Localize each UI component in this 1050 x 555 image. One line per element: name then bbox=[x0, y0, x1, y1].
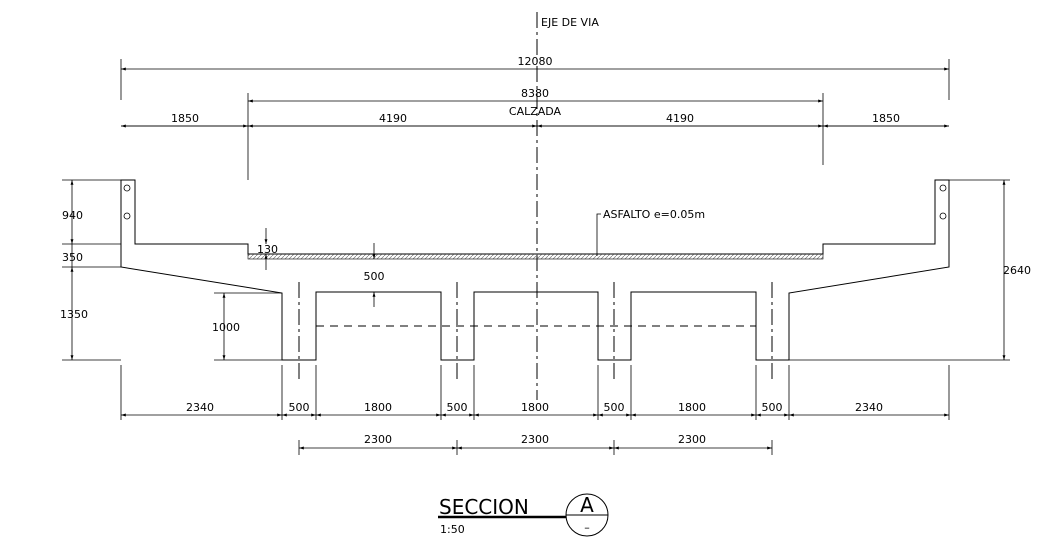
sidewalk-right-dim: 1850 bbox=[872, 112, 900, 125]
web-2-dim: 500 bbox=[447, 401, 468, 414]
bottom-overhang-right-dim: 2340 bbox=[855, 401, 883, 414]
carriageway-dim: 8380 bbox=[521, 87, 549, 100]
asphalt-callout: ASFALTO e=0.05m bbox=[596, 208, 705, 256]
web-3-dim: 500 bbox=[604, 401, 625, 414]
slab-edge-dim: 350 bbox=[62, 251, 83, 264]
parapet-bolt bbox=[939, 212, 947, 220]
web-spacing-3-dim: 2300 bbox=[678, 433, 706, 446]
void-height-dimension: 1000 bbox=[212, 292, 282, 361]
left-vertical-dimensions: 940 350 1350 bbox=[60, 179, 121, 361]
right-vertical-dimension: 2640 bbox=[789, 179, 1031, 361]
asphalt-thickness-dim: 130 bbox=[257, 243, 278, 256]
web-1-dim: 500 bbox=[289, 401, 310, 414]
web-spacing-2-dim: 2300 bbox=[521, 433, 549, 446]
section-scale: 1:50 bbox=[440, 523, 465, 536]
void-2-dim: 1800 bbox=[521, 401, 549, 414]
slab-thickness-dim: 500 bbox=[364, 270, 385, 283]
total-width-dim: 12080 bbox=[518, 55, 553, 68]
lane-right-dim: 4190 bbox=[666, 112, 694, 125]
section-letter: A bbox=[580, 493, 594, 517]
web-4-dim: 500 bbox=[762, 401, 783, 414]
web-spacing-1-dim: 2300 bbox=[364, 433, 392, 446]
parapet-bolt bbox=[123, 212, 131, 220]
top-dimensions: 12080 8380 CALZADA 1850 4190 4190 1850 bbox=[120, 55, 950, 180]
asphalt-thickness-dimension: 130 bbox=[257, 228, 278, 270]
slab-thickness-dimension: 500 bbox=[364, 243, 385, 307]
road-axis: EJE DE VIA bbox=[536, 12, 599, 400]
lane-left-dim: 4190 bbox=[379, 112, 407, 125]
calzada-label: CALZADA bbox=[509, 105, 562, 118]
bottom-overhang-left-dim: 2340 bbox=[186, 401, 214, 414]
asphalt-layer bbox=[247, 253, 824, 260]
axis-label: EJE DE VIA bbox=[541, 16, 599, 29]
void-height-dim: 1000 bbox=[212, 321, 240, 334]
void-3-dim: 1800 bbox=[678, 401, 706, 414]
bottom-dimensions: 2340 500 1800 500 1800 500 1800 500 2340… bbox=[120, 365, 950, 455]
parapet-height-dim: 940 bbox=[62, 209, 83, 222]
asphalt-label: ASFALTO e=0.05m bbox=[603, 208, 705, 221]
sidewalk-left-dim: 1850 bbox=[171, 112, 199, 125]
parapet-bolt bbox=[939, 184, 947, 192]
overhang-depth-dim: 1350 bbox=[60, 308, 88, 321]
section-sheet: – bbox=[584, 521, 590, 534]
total-height-dim: 2640 bbox=[1003, 264, 1031, 277]
section-title-block: SECCION 1:50 A – bbox=[438, 493, 609, 537]
parapet-bolt bbox=[123, 184, 131, 192]
deck-section bbox=[120, 179, 950, 380]
void-1-dim: 1800 bbox=[364, 401, 392, 414]
section-title: SECCION bbox=[439, 495, 529, 519]
